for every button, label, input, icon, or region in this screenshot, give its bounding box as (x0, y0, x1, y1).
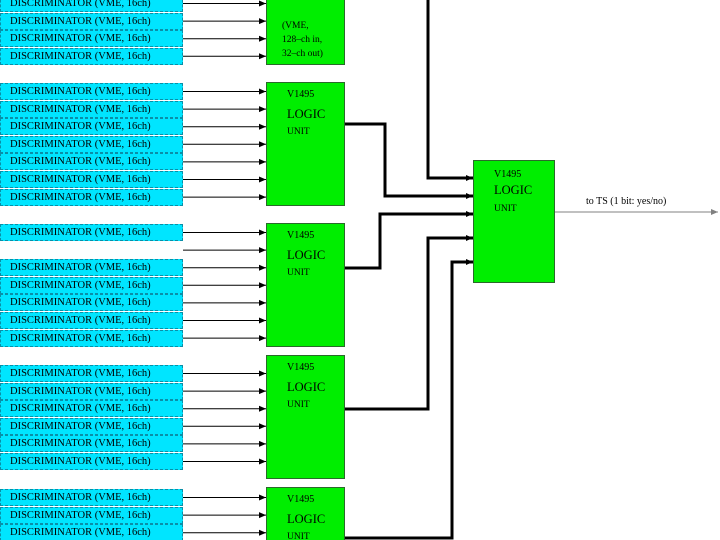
discriminator-box: DISCRIMINATOR (VME, 16ch) (0, 453, 183, 470)
discriminator-box: DISCRIMINATOR (VME, 16ch) (0, 0, 183, 12)
discriminator-box: DISCRIMINATOR (VME, 16ch) (0, 171, 183, 188)
bus-line (345, 235, 473, 411)
final-unit-model: V1495 (494, 169, 522, 180)
discriminator-box: DISCRIMINATOR (VME, 16ch) (0, 489, 183, 506)
discriminator-box: DISCRIMINATOR (VME, 16ch) (0, 47, 183, 65)
bus-line (426, 0, 473, 181)
discriminator-box: DISCRIMINATOR (VME, 16ch) (0, 30, 183, 48)
vme-unit-text: (VME, 128–ch in, 32–ch out) (282, 21, 323, 59)
discriminator-box: DISCRIMINATOR (VME, 16ch) (0, 12, 183, 30)
logic-unit-model: V1495 (287, 494, 315, 505)
final-unit-name: LOGIC (494, 183, 533, 197)
bus-line (345, 259, 473, 540)
logic-unit-sub: UNIT (287, 400, 310, 410)
discriminator-box: DISCRIMINATOR (VME, 16ch) (0, 276, 183, 294)
discriminator-box: DISCRIMINATOR (VME, 16ch) (0, 259, 183, 277)
output-label: to TS (1 bit: yes/no) (586, 196, 667, 207)
discriminator-box: DISCRIMINATOR (VME, 16ch) (0, 83, 183, 100)
bus-line (345, 122, 473, 199)
logic-unit-name: LOGIC (287, 512, 326, 526)
discriminator-box: DISCRIMINATOR (VME, 16ch) (0, 135, 183, 153)
final-unit-sub: UNIT (494, 204, 517, 214)
logic-unit-model: V1495 (287, 89, 315, 100)
discriminator-box: DISCRIMINATOR (VME, 16ch) (0, 435, 183, 453)
logic-unit-name: LOGIC (287, 380, 326, 394)
logic-unit-sub: UNIT (287, 127, 310, 137)
discriminator-box: DISCRIMINATOR (VME, 16ch) (0, 188, 183, 206)
discriminator-box: DISCRIMINATOR (VME, 16ch) (0, 400, 183, 418)
discriminator-box: DISCRIMINATOR (VME, 16ch) (0, 294, 183, 312)
vme-unit: (VME, 128–ch in, 32–ch out) (266, 0, 345, 65)
discriminator-box: DISCRIMINATOR (VME, 16ch) (0, 417, 183, 435)
logic-unit-model: V1495 (287, 362, 315, 373)
logic-unit-name: LOGIC (287, 107, 326, 121)
discriminator-box: DISCRIMINATOR (VME, 16ch) (0, 524, 183, 540)
logic-unit-name: LOGIC (287, 248, 326, 262)
discriminator-box: DISCRIMINATOR (VME, 16ch) (0, 312, 183, 329)
discriminator-box: DISCRIMINATOR (VME, 16ch) (0, 100, 183, 118)
discriminator-box: DISCRIMINATOR (VME, 16ch) (0, 365, 183, 382)
logic-unit-sub: UNIT (287, 268, 310, 278)
discriminator-box: DISCRIMINATOR (VME, 16ch) (0, 118, 183, 136)
logic-unit-sub: UNIT (287, 532, 310, 540)
discriminator-box: DISCRIMINATOR (VME, 16ch) (0, 224, 183, 241)
discriminator-box: DISCRIMINATOR (VME, 16ch) (0, 329, 183, 347)
discriminator-box: DISCRIMINATOR (VME, 16ch) (0, 506, 183, 524)
logic-unit-model: V1495 (287, 230, 315, 241)
bus-line (345, 211, 473, 270)
discriminator-box: DISCRIMINATOR (VME, 16ch) (0, 382, 183, 400)
discriminator-box: DISCRIMINATOR (VME, 16ch) (0, 153, 183, 171)
